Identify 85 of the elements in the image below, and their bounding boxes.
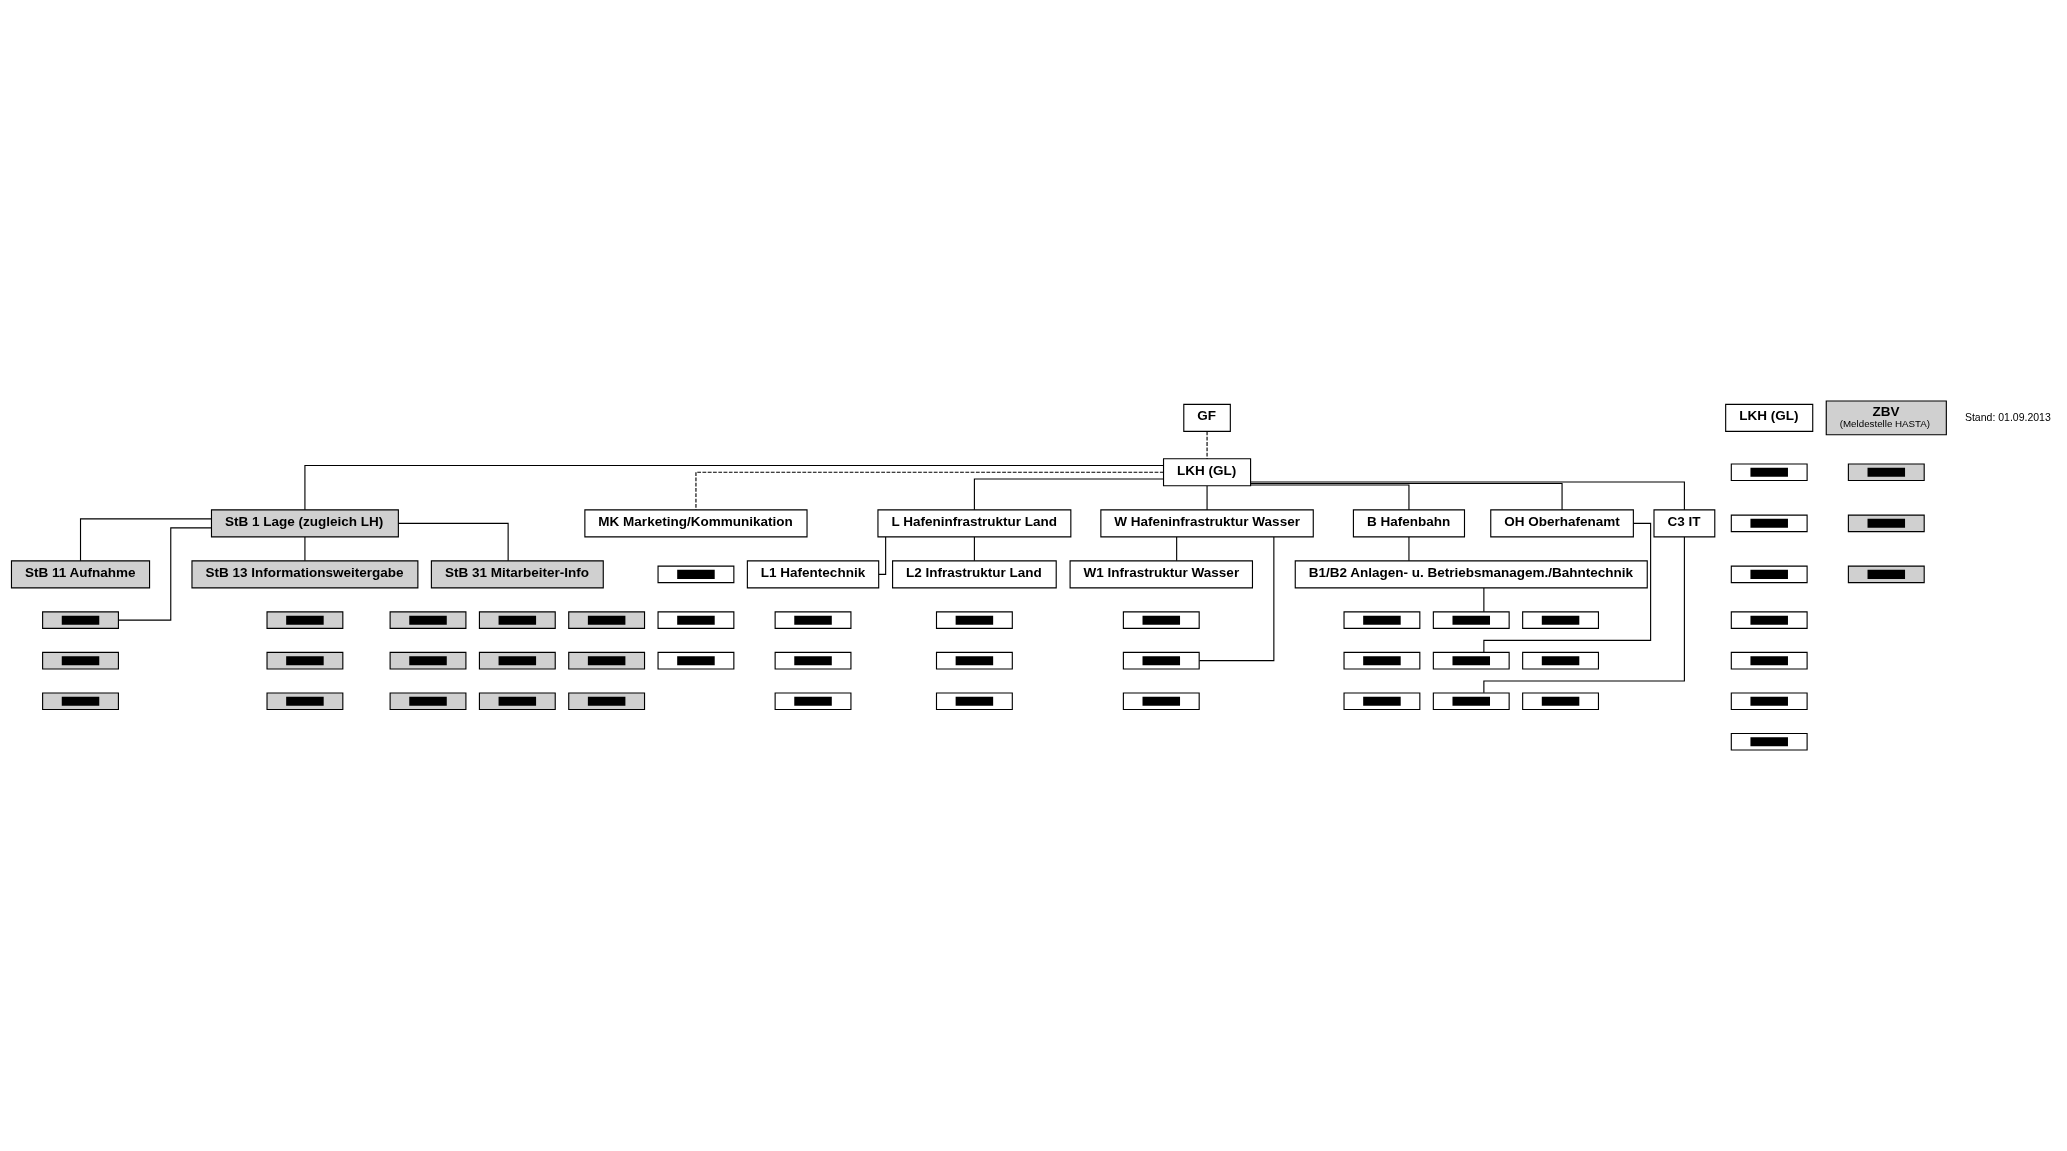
node-box bbox=[1730, 692, 1808, 711]
node-box bbox=[478, 611, 556, 629]
connector bbox=[1483, 587, 1485, 613]
connector bbox=[304, 536, 306, 562]
node-box: W1 Infrastruktur Wasser bbox=[1069, 560, 1254, 589]
connector bbox=[973, 478, 1164, 511]
node-box: StB 31 Mitarbeiter-Info bbox=[430, 560, 604, 589]
node-box bbox=[1730, 732, 1808, 751]
node-box bbox=[1730, 565, 1808, 584]
node-box bbox=[1522, 611, 1600, 629]
connector bbox=[1483, 536, 1685, 694]
node-box bbox=[478, 651, 556, 670]
node-box bbox=[1730, 514, 1808, 533]
node-box bbox=[1847, 463, 1925, 482]
node-box: LKH (GL) bbox=[1725, 403, 1814, 432]
node-box bbox=[568, 651, 646, 670]
node-box bbox=[774, 611, 852, 629]
node-box bbox=[1730, 651, 1808, 670]
node-box bbox=[1847, 565, 1925, 584]
node-box: LKH (GL) bbox=[1162, 458, 1252, 487]
connector bbox=[1250, 484, 1410, 511]
node-box bbox=[568, 611, 646, 629]
node-box bbox=[657, 565, 735, 584]
node-box: L2 Infrastruktur Land bbox=[892, 560, 1057, 589]
node-box bbox=[774, 692, 852, 711]
node-box: W Hafeninfrastruktur Wasser bbox=[1100, 509, 1314, 538]
node-box: OH Oberhafenamt bbox=[1490, 509, 1634, 538]
node-box bbox=[389, 692, 467, 711]
node-box bbox=[568, 692, 646, 711]
node-box: StB 1 Lage (zugleich LH) bbox=[210, 509, 399, 538]
node-box: MK Marketing/Kommunikation bbox=[584, 509, 808, 538]
node-box bbox=[774, 651, 852, 670]
connector bbox=[79, 518, 212, 562]
connector bbox=[1206, 485, 1208, 511]
node-box bbox=[42, 611, 119, 629]
node-box: C3 IT bbox=[1653, 509, 1716, 538]
connector bbox=[1250, 481, 1685, 511]
node-box bbox=[389, 651, 467, 670]
connector bbox=[304, 465, 1164, 511]
node-box: L Hafeninfrastruktur Land bbox=[877, 509, 1072, 538]
node-box bbox=[266, 611, 344, 629]
node-box bbox=[42, 651, 119, 670]
node-box: StB 11 Aufnahme bbox=[10, 560, 151, 589]
connector bbox=[1206, 431, 1208, 460]
node-box: ZBV (Meldestelle HASTA) bbox=[1825, 400, 1947, 436]
connector bbox=[1250, 483, 1563, 511]
node-box bbox=[1343, 651, 1421, 670]
connector bbox=[1198, 536, 1275, 662]
node-box bbox=[935, 651, 1013, 670]
node-box bbox=[478, 692, 556, 711]
node-box bbox=[657, 651, 735, 670]
connector bbox=[878, 536, 887, 575]
node-box: B1/B2 Anlagen- u. Betriebsmanagem./Bahntechnik bbox=[1294, 560, 1648, 589]
node-box bbox=[1432, 611, 1510, 629]
node-box bbox=[389, 611, 467, 629]
node-box bbox=[1343, 692, 1421, 711]
node-box: B Hafenbahn bbox=[1352, 509, 1466, 538]
connector bbox=[1176, 536, 1178, 562]
node-box bbox=[266, 651, 344, 670]
node-box: GF bbox=[1183, 403, 1231, 432]
node-box bbox=[657, 611, 735, 629]
connector bbox=[397, 522, 509, 562]
node-box bbox=[1432, 651, 1510, 670]
node-box bbox=[266, 692, 344, 711]
connector bbox=[973, 536, 975, 562]
node-box bbox=[1730, 463, 1808, 482]
node-box bbox=[1432, 692, 1510, 711]
connector bbox=[1408, 536, 1410, 562]
node-box bbox=[1122, 651, 1200, 670]
node-box bbox=[1730, 611, 1808, 629]
connector bbox=[1483, 522, 1652, 653]
node-box: StB 13 Informationsweitergabe bbox=[191, 560, 419, 589]
node-box bbox=[42, 692, 119, 711]
node-box bbox=[935, 692, 1013, 711]
node-box: L1 Hafentechnik bbox=[746, 560, 880, 589]
node-box bbox=[1522, 692, 1600, 711]
node-box bbox=[1343, 611, 1421, 629]
connector bbox=[695, 471, 1165, 511]
label: Stand: 01.09.2013 bbox=[1964, 410, 2051, 423]
node-box bbox=[1122, 611, 1200, 629]
node-box bbox=[1122, 692, 1200, 711]
node-box bbox=[935, 611, 1013, 629]
node-box bbox=[1847, 514, 1925, 533]
connector bbox=[117, 527, 212, 621]
node-box bbox=[1522, 651, 1600, 670]
